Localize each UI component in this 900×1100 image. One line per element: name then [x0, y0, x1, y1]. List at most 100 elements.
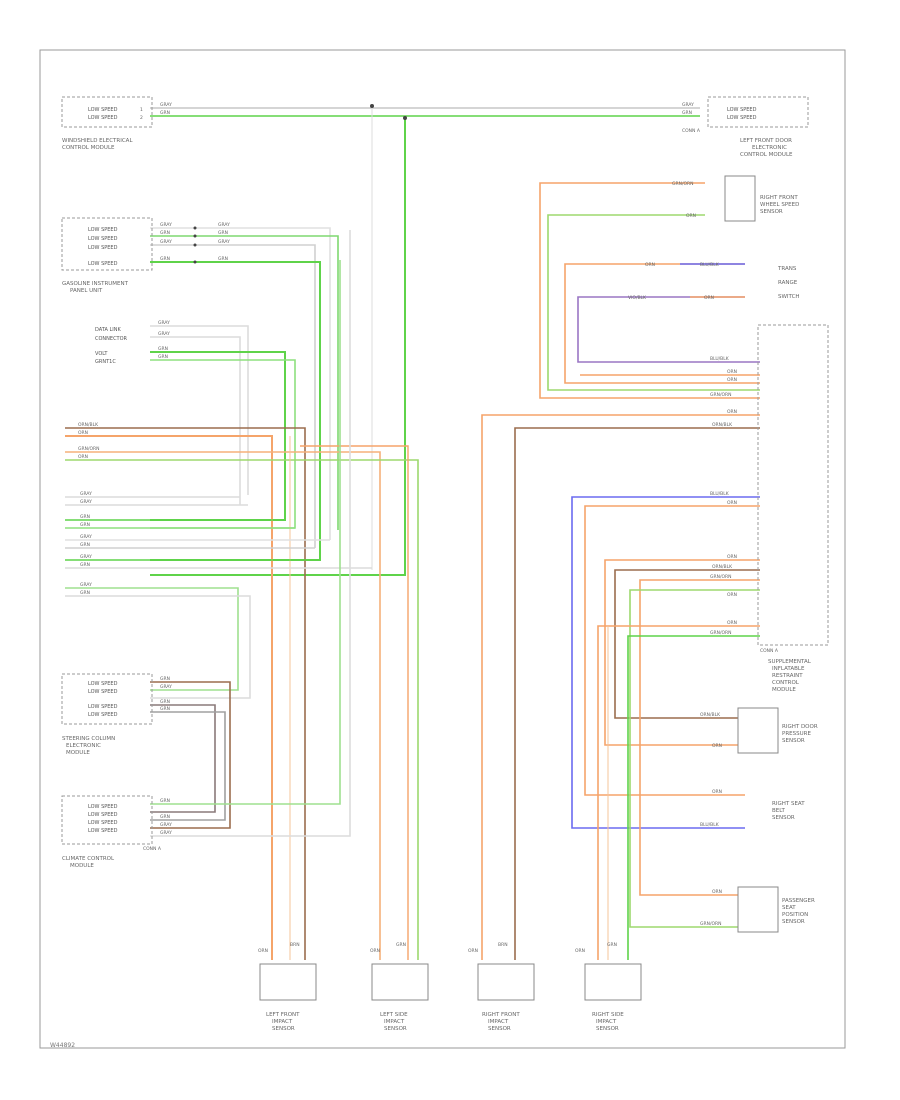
sup-mid-1: ORN — [727, 409, 737, 415]
right-door-sensor-box — [737, 707, 779, 754]
sup-low-5: GRN/ORN — [710, 574, 732, 580]
ps-caption-4: SENSOR — [782, 919, 805, 925]
sup-caption-5: MODULE — [772, 687, 796, 693]
bs2-caption-1: LEFT SIDE — [380, 1012, 408, 1018]
dl-wire-3: GRN — [158, 346, 168, 352]
figure-id: W44892 — [50, 1042, 76, 1049]
bs4-wire-2: GRN — [607, 942, 617, 948]
cc-conn: CONN A — [143, 846, 162, 852]
windshield-pin-label-2: LOW SPEED — [88, 115, 118, 121]
dl-wire-2: GRAY — [158, 331, 170, 337]
ip-wire-4: GRN — [160, 256, 170, 262]
dl-pin-label-4: GRNT1C — [95, 359, 116, 365]
dl-pin-label-3: VOLT — [95, 351, 108, 357]
lfd-pin-label-2: LOW SPEED — [727, 115, 757, 121]
cg-wire-9: GRAY — [80, 582, 92, 588]
lfd-pin-label-1: LOW SPEED — [727, 107, 757, 113]
sup-conn: CONN A — [760, 648, 779, 654]
dl-wire-4: GRN — [158, 354, 168, 360]
tr-caption-3: SWITCH — [778, 294, 800, 300]
rds-caption-1: RIGHT DOOR — [782, 724, 818, 730]
diagram-border — [39, 49, 846, 1049]
sensor-right-front-box — [477, 963, 535, 1001]
rfs-wire-2: ORN — [686, 213, 696, 219]
dl-pin-label-1: DATA LINK — [95, 327, 121, 333]
ps-caption-1: PASSENGER — [782, 898, 815, 904]
rds-caption-2: PRESSURE — [782, 731, 811, 737]
sensor-left-side-box — [371, 963, 429, 1001]
windshield-pin-num-1: 1 — [140, 107, 143, 113]
cc-pin-label-4: LOW SPEED — [88, 828, 118, 834]
ip-pin-label-4: LOW SPEED — [88, 261, 118, 267]
wire-group-left — [65, 107, 700, 960]
ip-caption-1: GASOLINE INSTRUMENT — [62, 281, 129, 287]
sup-low-4: ORN/BLK — [712, 564, 733, 570]
splice-dots — [193, 104, 407, 264]
sup-low-1: BLU/BLK — [710, 491, 730, 497]
lfd-wire-1: GRAY — [682, 102, 694, 108]
cc-caption-1: CLIMATE CONTROL — [62, 856, 115, 862]
cg-wire-4: GRN — [80, 522, 90, 528]
lfd-caption-1: LEFT FRONT DOOR — [740, 138, 792, 144]
sup-top-4: GRN/ORN — [710, 392, 732, 398]
bs3-caption-2: IMPACT — [488, 1019, 509, 1025]
cc-pin-label-2: LOW SPEED — [88, 812, 118, 818]
windshield-caption-1: WINDSHIELD ELECTRICAL — [62, 138, 133, 144]
rsb-caption-1: RIGHT SEAT — [772, 801, 805, 807]
cg-wire-5: GRAY — [80, 534, 92, 540]
right-front-wheel-sensor-box — [724, 175, 756, 222]
sc-caption-1: STEERING COLUMN — [62, 736, 115, 742]
sup-top-3: ORN — [727, 377, 737, 383]
ip-wire-3: GRAY — [160, 239, 172, 245]
sc-pin-label-2: LOW SPEED — [88, 689, 118, 695]
bs2-caption-2: IMPACT — [384, 1019, 405, 1025]
bs3-caption-3: SENSOR — [488, 1026, 511, 1032]
cg-wire-2: GRAY — [80, 499, 92, 505]
rsb-caption-3: SENSOR — [772, 815, 795, 821]
windshield-pin-label-1: LOW SPEED — [88, 107, 118, 113]
tr-wire-2: BLU/BLK — [700, 262, 720, 268]
lg-wire-1: ORN/BLK — [78, 422, 99, 428]
cc-pin-label-1: LOW SPEED — [88, 804, 118, 810]
sc-wire-3: GRN — [160, 699, 170, 705]
sup-caption-2: INFLATABLE — [772, 666, 805, 672]
lfd-caption-2: ELECTRONIC — [752, 145, 787, 151]
windshield-pin-num-2: 2 — [140, 115, 143, 121]
ip-pin-label-3: LOW SPEED — [88, 245, 118, 251]
cc-wire-2: GRN — [160, 814, 170, 820]
steering-column-box — [61, 673, 153, 725]
ip-wire2-3: GRAY — [218, 239, 230, 245]
dl-wire-1: GRAY — [158, 320, 170, 326]
bs4-wire-1: ORN — [575, 948, 585, 954]
wire-group-right — [481, 182, 760, 960]
tr-wire-3: VIO/BLK — [628, 295, 647, 301]
cg-wire-8: GRN — [80, 562, 90, 568]
sc-caption-3: MODULE — [66, 750, 90, 756]
bs3-wire-1: ORN — [468, 948, 478, 954]
cc-wire-1: GRN — [160, 798, 170, 804]
ps-caption-3: POSITION — [782, 912, 808, 918]
sup-low-7: ORN — [727, 620, 737, 626]
bs2-wire-1: ORN — [370, 948, 380, 954]
sup-low-3: ORN — [727, 554, 737, 560]
instrument-panel-box — [61, 217, 153, 271]
lfd-conn: CONN A — [682, 128, 701, 134]
sup-low-8: GRN/ORN — [710, 630, 732, 636]
bs2-wire-2: GRN — [396, 942, 406, 948]
tr-wire-4: ORN — [704, 295, 714, 301]
ip-wire2-4: GRN — [218, 256, 228, 262]
windshield-module-box — [61, 96, 153, 128]
rds-wire-1: ORN/BLK — [700, 712, 721, 718]
ip-caption-2: PANEL UNIT — [70, 288, 103, 294]
climate-control-box — [61, 795, 153, 845]
sc-wire-4: GRN — [160, 706, 170, 712]
cg-wire-7: GRAY — [80, 554, 92, 560]
supplemental-connector-box — [757, 324, 829, 646]
windshield-wire-2: GRN — [160, 110, 170, 116]
ip-wire-1: GRAY — [160, 222, 172, 228]
rds-caption-3: SENSOR — [782, 738, 805, 744]
rfs-caption-2: WHEEL SPEED — [760, 202, 799, 208]
sup-top-1: BLU/BLK — [710, 356, 730, 362]
sup-caption-4: CONTROL — [772, 680, 800, 686]
tr-caption-1: TRANS — [777, 266, 797, 272]
